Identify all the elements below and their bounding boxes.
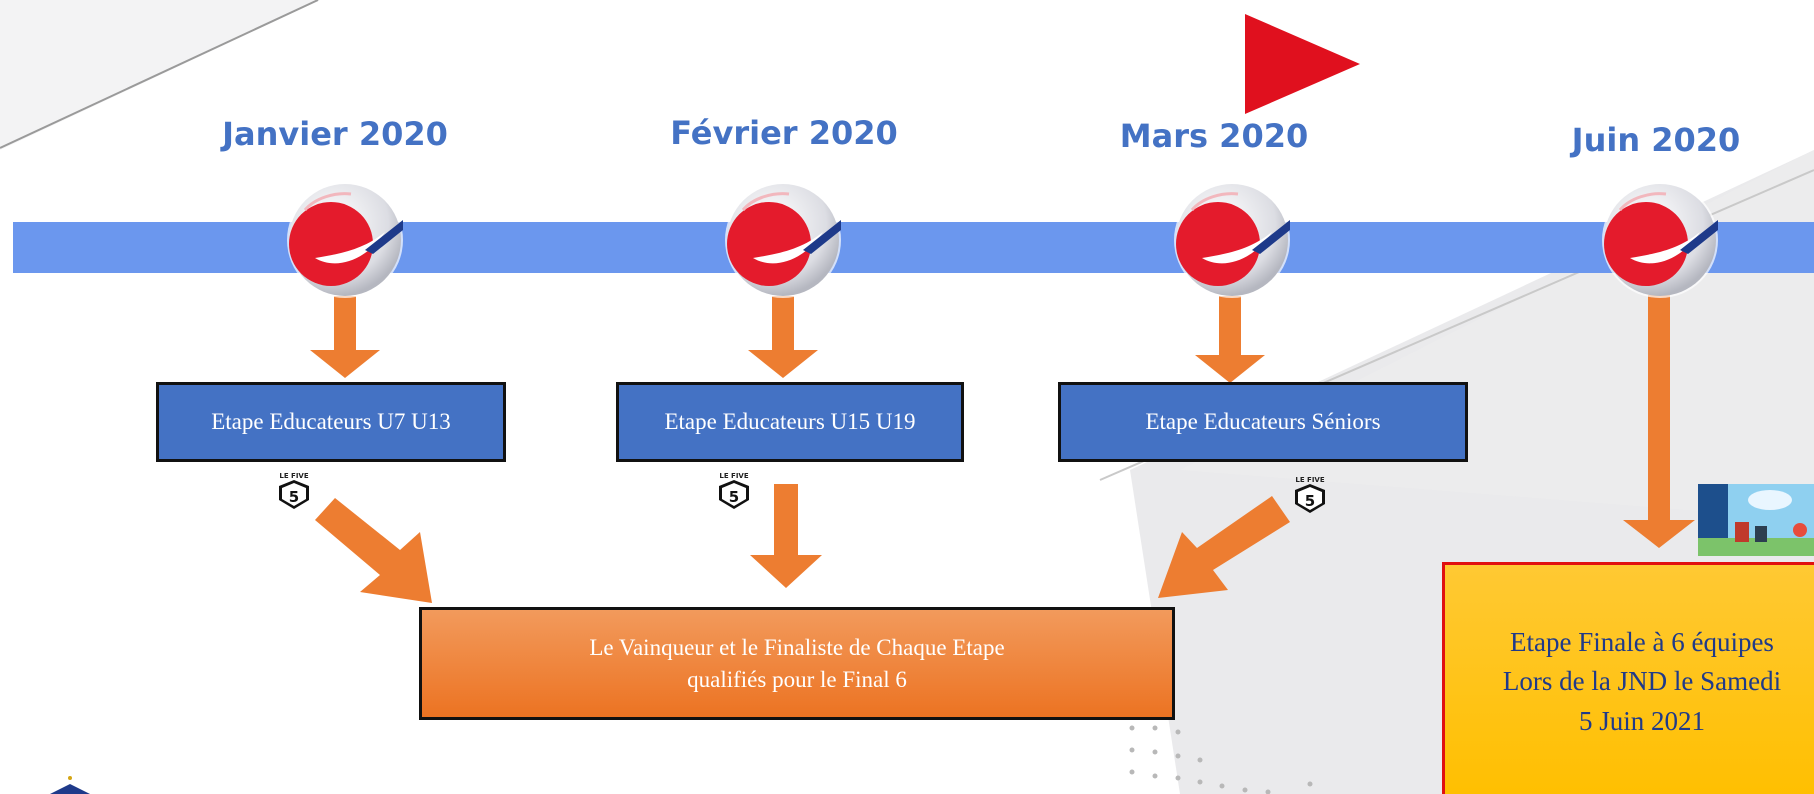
stage-label: Etape Educateurs U7 U13 [211,409,451,434]
badge-top-text: LE FIVE [1295,476,1324,484]
le-five-badge-icon: LE FIVE 5 [279,472,309,509]
final-line-2: Lors de la JND le Samedi [1502,666,1782,697]
final-line-1: Etape Finale à 6 équipes [1510,627,1774,658]
stage-label: Etape Educateurs Séniors [1145,409,1381,434]
qualification-line-2: qualifiés pour le Final 6 [687,666,907,692]
arrow-down-final [1623,295,1695,548]
month-label-fevrier: Février 2020 [670,114,898,152]
stage-box-seniors: Etape Educateurs Séniors [1058,382,1468,462]
arrow-diagonal-left [315,498,432,603]
stage-box-u15-u19: Etape Educateurs U15 U19 [616,382,964,462]
qualification-line-1: Le Vainqueur et le Finaliste de Chaque E… [589,635,1005,661]
badge-number: 5 [289,488,299,506]
final-stage-box: Etape Finale à 6 équipes Lors de la JND … [1442,562,1814,794]
badge-top-text: LE FIVE [279,472,308,480]
month-label-janvier: Janvier 2020 [222,115,448,153]
month-label-juin: Juin 2020 [1571,121,1741,159]
final-line-3: 5 Juin 2021 [1578,705,1705,736]
arrow-down [1195,296,1265,383]
qualification-box: Le Vainqueur et le Finaliste de Chaque E… [419,607,1175,720]
stage-box-u7-u13: Etape Educateurs U7 U13 [156,382,506,462]
arrow-down [748,296,818,378]
badge-number: 5 [729,488,739,506]
arrow-down-center [750,484,822,588]
le-five-badge-icon: LE FIVE 5 [1295,476,1325,513]
badge-number: 5 [1305,492,1315,510]
arrow-down [310,296,380,378]
le-five-badge-icon: LE FIVE 5 [719,472,749,509]
arrow-diagonal-right [1158,496,1290,598]
badge-top-text: LE FIVE [719,472,748,480]
month-label-mars: Mars 2020 [1119,117,1309,155]
stage-label: Etape Educateurs U15 U19 [664,409,916,434]
